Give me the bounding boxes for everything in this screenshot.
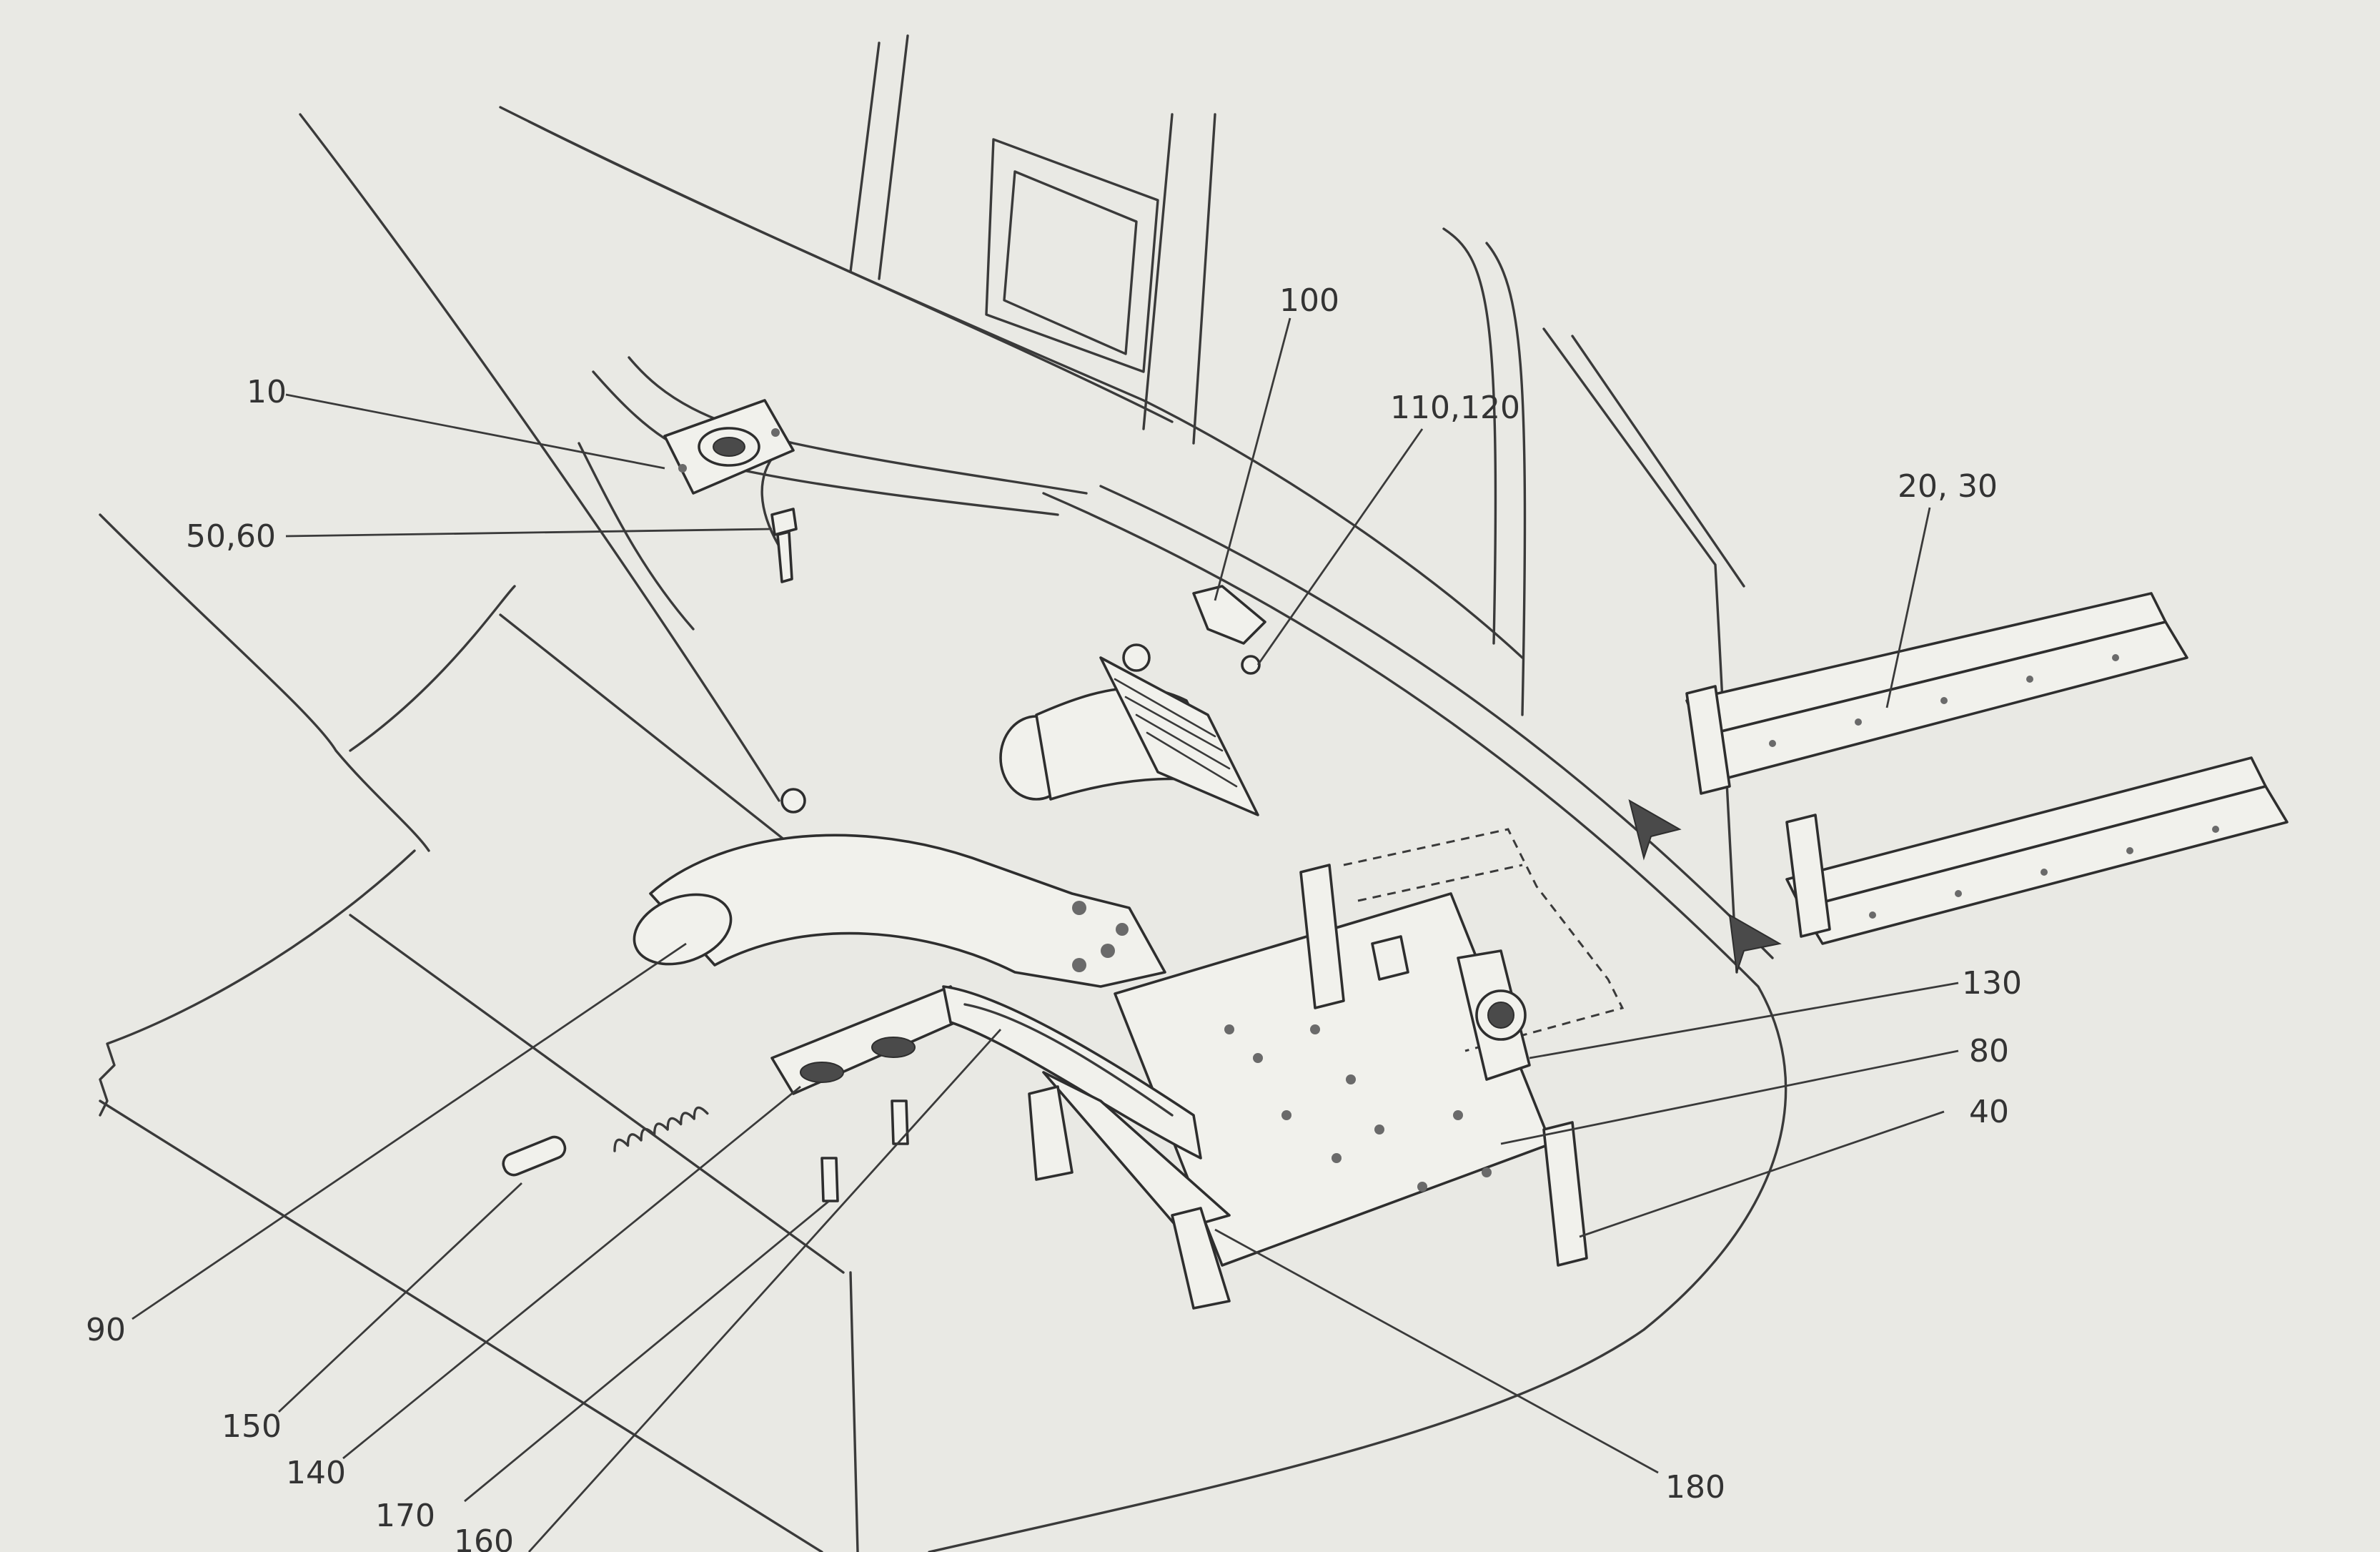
rib-4: [577, 442, 695, 631]
leader-140: [342, 1085, 801, 1460]
callout-40: 40: [1969, 1094, 2009, 1130]
part-130-bearing-unit: [1343, 828, 1625, 1081]
leader-80: [1500, 1049, 1959, 1145]
slot-line: [963, 1003, 1174, 1117]
part-20-30-rails: [1685, 592, 2289, 945]
leader-10: [285, 393, 665, 470]
part-50-60-bolt: [770, 508, 798, 583]
part-150-spring: [502, 1106, 709, 1177]
arrow-upper: [1628, 799, 1682, 861]
rib-2: [628, 356, 1088, 495]
door-pillar-1: [1142, 113, 1174, 430]
arrow-lower: [1728, 914, 1782, 973]
part-160-studs: [820, 1099, 909, 1202]
leader-130: [1529, 982, 1959, 1059]
large-arc: [928, 492, 1788, 1552]
callout-10: 10: [247, 374, 287, 410]
callout-160: 160: [454, 1523, 514, 1552]
part-90-curved-duct: [633, 834, 1166, 988]
left-curve: [349, 585, 516, 752]
upper-duct-assembly: [780, 643, 1259, 816]
window-frame-inner: [1003, 170, 1138, 355]
rib-1: [592, 370, 1059, 516]
body-outline: [99, 34, 1788, 1552]
vertical-rod: [849, 1271, 859, 1552]
left-panel-edge: [99, 513, 430, 852]
clips: [1028, 864, 1588, 1310]
part-40-clip: [1542, 1121, 1588, 1267]
leader-100: [1214, 317, 1291, 601]
leader-90: [132, 942, 687, 1320]
leader-170: [464, 1200, 830, 1503]
floor-line-2: [349, 914, 845, 1274]
callout-100: 100: [1279, 282, 1339, 319]
door-edge-2: [1485, 242, 1527, 716]
direction-arrows: [1628, 799, 1782, 973]
window-frame-outer: [985, 138, 1159, 373]
part-10-flange-mount: [663, 399, 795, 495]
callout-130: 130: [1962, 965, 2022, 1002]
leader-20-30: [1885, 507, 1931, 708]
part-140-slotted-bracket: [770, 985, 1231, 1231]
door-edge-4: [1571, 335, 1745, 588]
callout-90: 90: [86, 1312, 126, 1348]
leader-160: [527, 1029, 1002, 1552]
door-edge-3: [1542, 327, 1738, 974]
roof-line-2: [527, 120, 1174, 423]
left-panel-lower-edge: [99, 849, 416, 1117]
leader-180: [1214, 1228, 1659, 1474]
pillar-left-2: [878, 34, 909, 280]
pillar-left: [849, 41, 881, 273]
leader-110-120: [1256, 428, 1424, 666]
body-edge-line-1: [299, 113, 780, 802]
dashed-outline: [1343, 828, 1625, 1052]
leader-lines: [132, 317, 1959, 1552]
large-arc-inner: [1099, 485, 1774, 959]
callout-140: 140: [286, 1455, 346, 1491]
callout-80: 80: [1969, 1033, 2009, 1069]
callout-170: 170: [375, 1498, 435, 1534]
callout-labels: 10 50,60 100 110,120 20, 30 130 80 40 90…: [86, 282, 2022, 1552]
leader-50-60: [285, 528, 773, 538]
callout-110-120: 110,120: [1390, 390, 1520, 426]
callout-20-30: 20, 30: [1898, 468, 1998, 505]
part-100-bracket: [1192, 585, 1266, 675]
floor-line-1: [99, 1099, 823, 1552]
callout-50-60: 50,60: [186, 518, 276, 555]
leader-40: [1579, 1110, 1945, 1238]
door-pillar-2: [1192, 113, 1216, 445]
door-edge-1: [1442, 227, 1497, 645]
callout-180: 180: [1665, 1469, 1725, 1506]
pin: [502, 1135, 567, 1177]
callout-150: 150: [222, 1408, 282, 1445]
leader-150: [278, 1182, 522, 1413]
